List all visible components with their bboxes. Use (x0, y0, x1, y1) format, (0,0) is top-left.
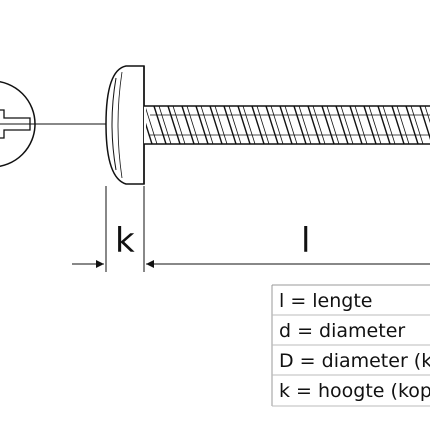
legend-row-diameter: d = diameter (279, 320, 405, 342)
thread-stroke (186, 106, 200, 144)
thread-stroke (419, 106, 430, 140)
thread-stroke (237, 106, 251, 144)
thread-stroke (153, 106, 167, 144)
thread-stroke (270, 106, 284, 144)
thread-stroke (326, 106, 340, 144)
thread-stroke (279, 106, 293, 144)
thread-stroke (209, 106, 223, 144)
thread-stroke (223, 106, 237, 144)
thread-stroke (146, 122, 153, 144)
legend-row-length: l = lengte (279, 290, 373, 312)
thread-stroke (172, 106, 186, 144)
thread-stroke (293, 106, 307, 144)
thread-stroke (368, 106, 382, 144)
thread-stroke (265, 106, 279, 144)
thread-stroke (158, 106, 172, 144)
thread-stroke (195, 106, 209, 144)
legend-table: l = lengte d = diameter D = diameter (ko… (271, 284, 430, 407)
thread-stroke (363, 106, 377, 144)
screw-shank (144, 105, 430, 145)
thread-stroke (167, 106, 181, 144)
thread-stroke (307, 106, 321, 144)
thread-stroke (251, 106, 265, 144)
thread-stroke (181, 106, 195, 144)
thread-stroke (200, 106, 214, 144)
thread-stroke (242, 106, 256, 144)
thread-stroke (349, 106, 363, 144)
thread-stroke (256, 106, 270, 144)
thread-stroke (284, 106, 298, 144)
thread-stroke (354, 106, 368, 144)
thread-stroke (391, 106, 405, 144)
thread-stroke (340, 106, 354, 144)
thread-stroke (214, 106, 228, 144)
legend-row-head-diameter: D = diameter (kop) (279, 350, 430, 372)
screw-head-side-view (105, 65, 145, 185)
l-dimension-label: l (301, 221, 310, 261)
thread-stroke (335, 106, 349, 144)
thread-stroke (321, 106, 335, 144)
dimension-k: k (72, 186, 430, 272)
thread-stroke (298, 106, 312, 144)
thread-stroke (396, 106, 410, 144)
thread-stroke (228, 106, 242, 144)
thread-stroke (312, 106, 326, 144)
thread-stroke (405, 106, 419, 144)
thread-stroke (424, 106, 430, 124)
legend-row-head-height: k = hoogte (kop) (279, 380, 430, 402)
thread-stroke (410, 106, 424, 144)
thread (146, 106, 430, 144)
thread-stroke (377, 106, 391, 144)
thread-stroke (382, 106, 396, 144)
k-dimension-label: k (115, 221, 135, 261)
thread-stroke (146, 107, 158, 144)
